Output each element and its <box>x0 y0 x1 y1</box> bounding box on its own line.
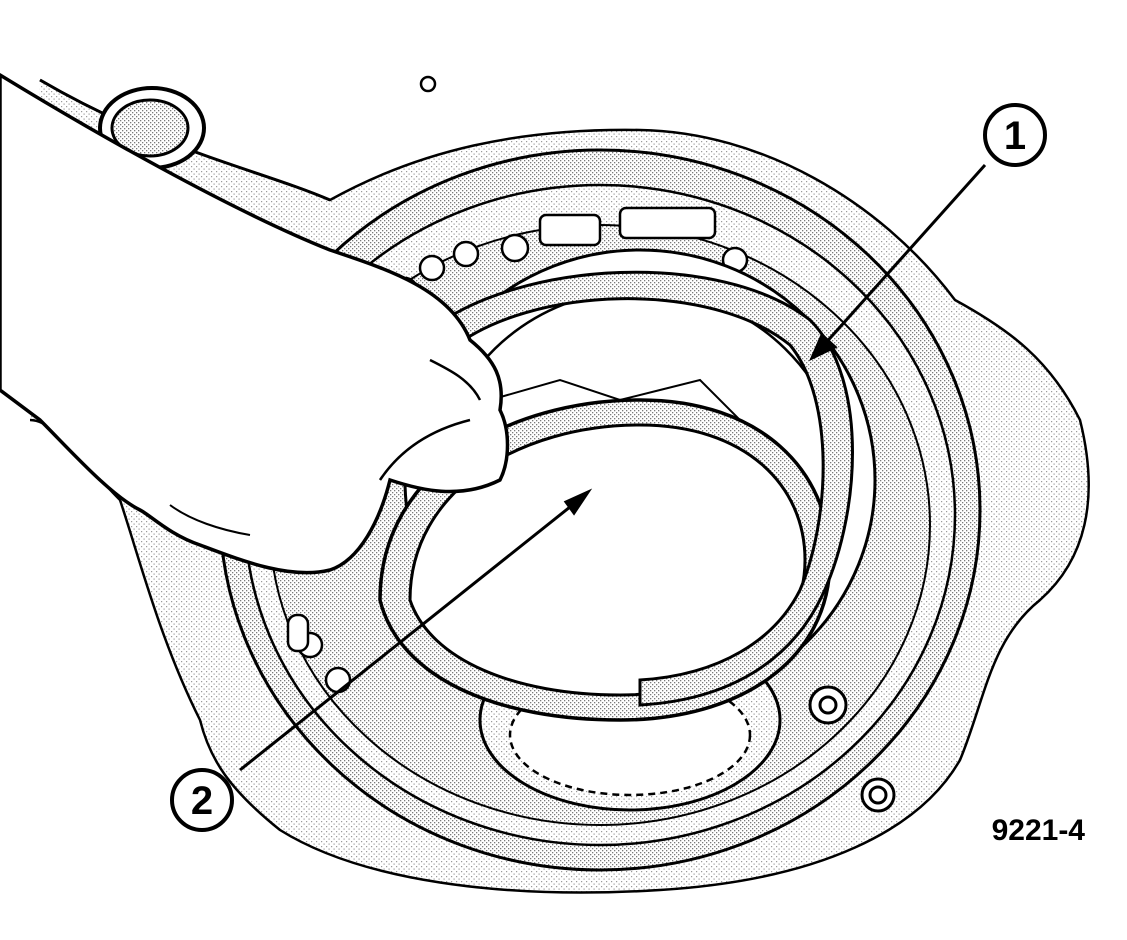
callout-leaders <box>239 163 987 772</box>
callout-1: 1 <box>983 103 1047 167</box>
callout-1-label: 1 <box>1004 114 1026 158</box>
figure-number: 9221-4 <box>992 814 1086 847</box>
small-hole <box>419 75 437 93</box>
mounting-boss <box>808 685 896 813</box>
technician-hand <box>0 72 510 575</box>
callout-2-label: 2 <box>191 779 213 823</box>
callout-2: 2 <box>170 768 234 832</box>
perimeter-holes <box>286 206 749 694</box>
clutch-piston <box>427 270 854 707</box>
